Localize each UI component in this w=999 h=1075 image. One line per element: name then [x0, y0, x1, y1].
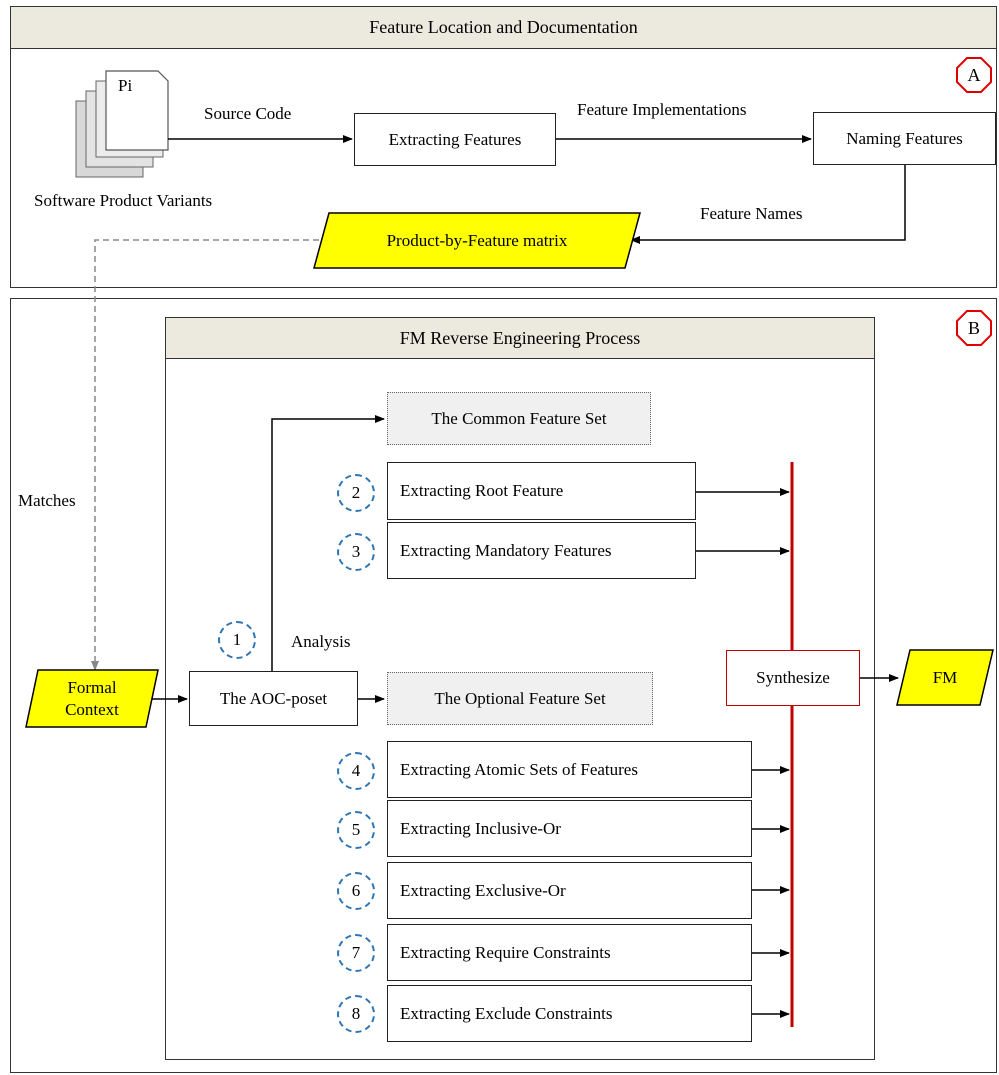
process-title: FM Reverse Engineering Process — [166, 318, 874, 359]
fm-text: FM — [932, 667, 958, 687]
synthesize-box: Synthesize — [726, 650, 860, 706]
extracting-features-text: Extracting Features — [388, 129, 522, 149]
optional-feature-set-text: The Optional Feature Set — [434, 688, 606, 708]
step-2-num: 2 — [351, 483, 361, 502]
matrix-shape — [313, 212, 641, 269]
step-7-box: Extracting Require Constraints — [387, 924, 752, 981]
naming-features-text: Naming Features — [846, 128, 963, 148]
badge-b-text: B — [967, 317, 980, 338]
process-title-text: FM Reverse Engineering Process — [399, 327, 641, 348]
step-7-num: 7 — [351, 943, 361, 962]
document-label: Pi — [118, 76, 133, 95]
step-3-num: 3 — [351, 542, 361, 561]
step-2-label: Extracting Root Feature — [400, 481, 564, 500]
matches-label: Matches — [18, 491, 76, 510]
badge-b-shape — [956, 310, 992, 346]
formal-context-text: Formal Context — [65, 678, 119, 719]
step-4-box: Extracting Atomic Sets of Features — [387, 741, 752, 798]
step-8-box: Extracting Exclude Constraints — [387, 985, 752, 1042]
synthesize-text: Synthesize — [756, 668, 830, 687]
step-1-text: 1 — [232, 630, 242, 649]
documents-stack-icon — [75, 70, 169, 178]
fm-label: FM — [897, 650, 993, 705]
optional-feature-set-box: The Optional Feature Set — [387, 672, 653, 725]
badge-a-text: A — [967, 64, 981, 85]
step-8-marker: 8 — [337, 995, 375, 1033]
badge-a: A — [957, 58, 991, 92]
badge-a-shape — [956, 57, 992, 93]
step-6-label: Extracting Exclusive-Or — [400, 880, 566, 900]
common-feature-set-box: The Common Feature Set — [387, 392, 651, 445]
feature-names-label: Feature Names — [700, 204, 803, 223]
fm-shape — [896, 649, 994, 706]
step-6-marker: 6 — [337, 872, 375, 910]
step-8-num: 8 — [351, 1004, 361, 1023]
step-2-box: Extracting Root Feature — [387, 462, 696, 520]
step-1-marker: 1 — [218, 621, 256, 659]
step-3-label: Extracting Mandatory Features — [400, 540, 612, 560]
step-4-label: Extracting Atomic Sets of Features — [400, 759, 638, 779]
analysis-label: Analysis — [291, 632, 351, 651]
matrix-label: Product-by-Feature matrix — [314, 213, 640, 268]
step-4-num: 4 — [351, 761, 361, 780]
step-5-box: Extracting Inclusive-Or — [387, 800, 752, 857]
feature-implementations-label: Feature Implementations — [577, 100, 747, 119]
formal-context-label: Formal Context — [26, 670, 158, 727]
step-3-marker: 3 — [337, 533, 375, 571]
formal-context-shape — [25, 669, 159, 728]
step-7-marker: 7 — [337, 934, 375, 972]
step-4-marker: 4 — [337, 752, 375, 790]
badge-b: B — [957, 311, 991, 345]
common-feature-set-text: The Common Feature Set — [431, 408, 607, 428]
source-code-label: Source Code — [204, 104, 292, 123]
step-5-label: Extracting Inclusive-Or — [400, 818, 561, 838]
step-8-label: Extracting Exclude Constraints — [400, 1003, 613, 1023]
aoc-poset-box: The AOC-poset — [189, 671, 358, 726]
extracting-features-box: Extracting Features — [354, 113, 556, 166]
step-6-box: Extracting Exclusive-Or — [387, 862, 752, 919]
step-3-box: Extracting Mandatory Features — [387, 522, 696, 579]
naming-features-box: Naming Features — [813, 112, 996, 165]
step-5-marker: 5 — [337, 811, 375, 849]
step-6-num: 6 — [351, 881, 361, 900]
panel-a-title: Feature Location and Documentation — [11, 7, 996, 49]
matrix-text: Product-by-Feature matrix — [386, 230, 568, 250]
panel-a-title-text: Feature Location and Documentation — [369, 17, 638, 37]
aoc-poset-text: The AOC-poset — [219, 688, 328, 708]
step-7-label: Extracting Require Constraints — [400, 942, 611, 962]
variants-label: Software Product Variants — [34, 191, 213, 210]
step-2-marker: 2 — [337, 474, 375, 512]
step-5-num: 5 — [351, 820, 361, 839]
